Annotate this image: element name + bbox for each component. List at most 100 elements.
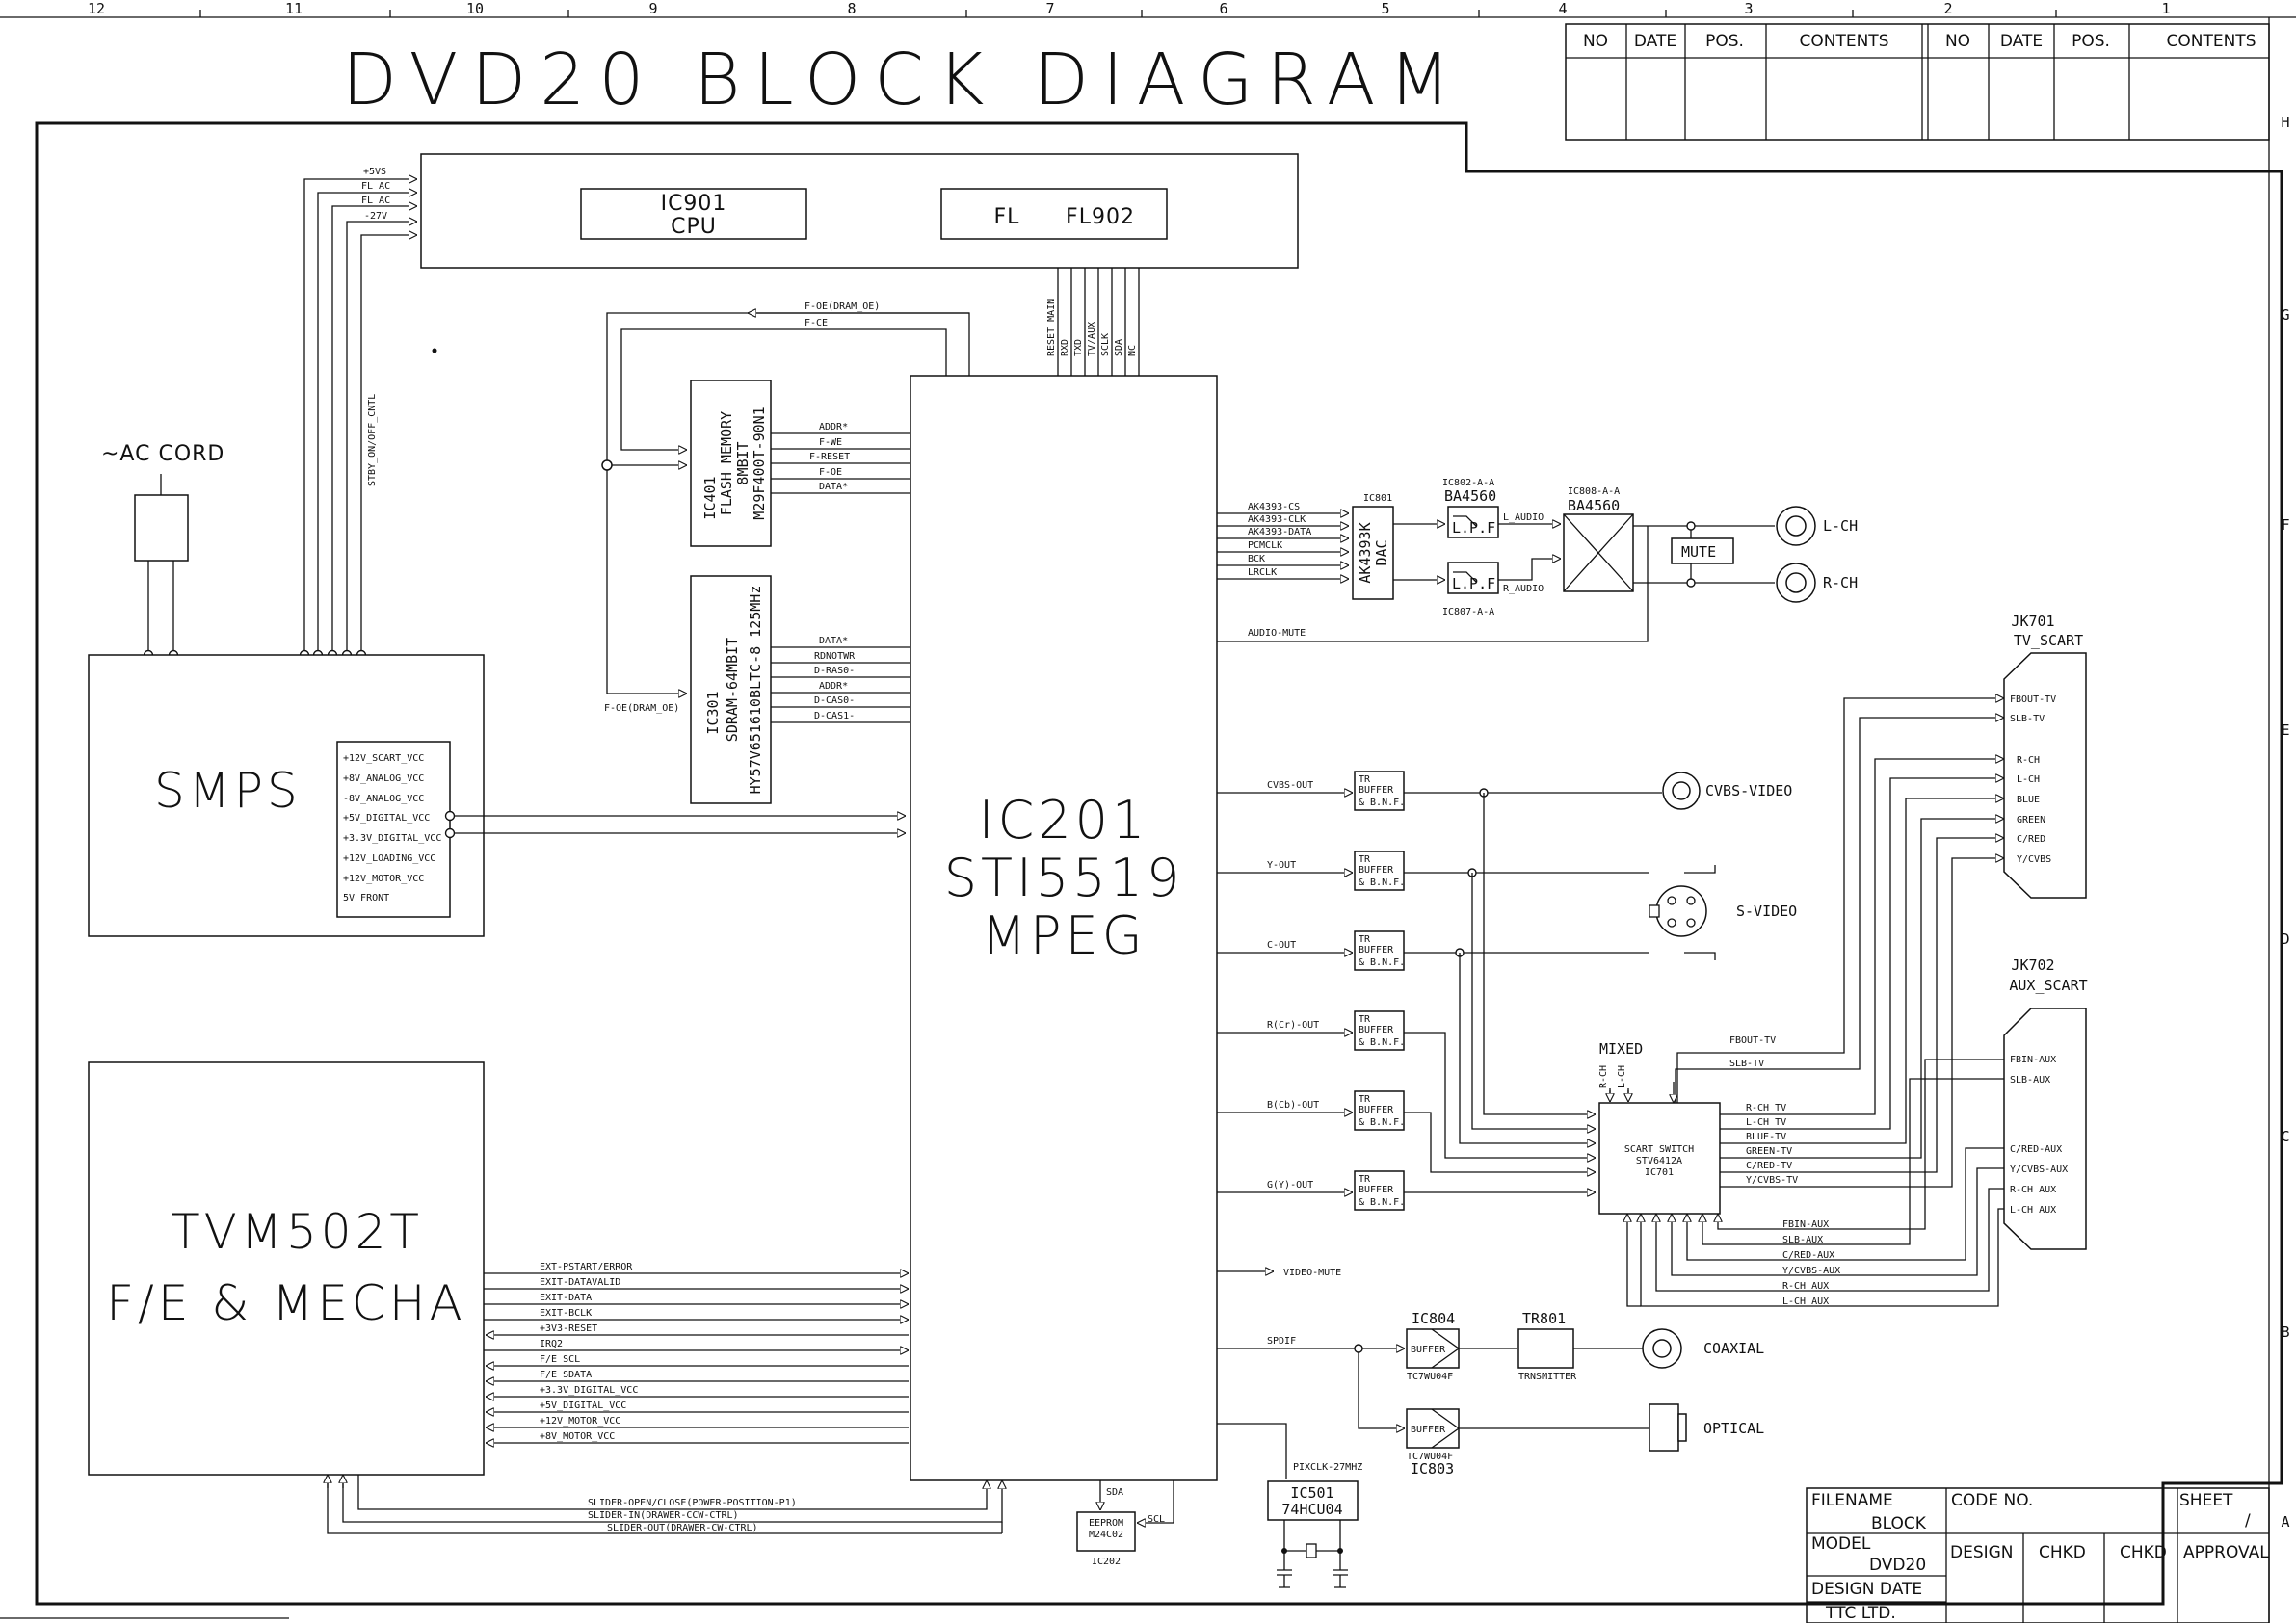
sdram-part: HY57V651610BLTC-8 125MHz (747, 586, 764, 795)
ic501-part: 74HCU04 (1281, 1501, 1342, 1518)
tr801-part: TRNSMITTER (1518, 1372, 1577, 1382)
jk701-pin-6: C/RED (2017, 834, 2045, 845)
mpeg-label: MPEG (981, 905, 1146, 966)
buffer-g-l2: BUFFER (1359, 1185, 1394, 1195)
rev-no-l: NO (1583, 32, 1608, 51)
buffer-c (1354, 930, 1405, 971)
eeprom-ref: IC202 (1092, 1557, 1121, 1567)
audio-sig-bck: BCK (1248, 554, 1265, 564)
sda-label: SDA (1106, 1487, 1123, 1498)
sdram-sig-cas1: D-CAS1- (814, 711, 855, 721)
scart-l1: SCART SWITCH (1624, 1144, 1694, 1155)
zone-6: 6 (1219, 0, 1227, 17)
fce-label: F-CE (805, 318, 828, 328)
scart-in-fbin: FBIN-AUX (1782, 1219, 1829, 1230)
slider-lines: SLIDER-OPEN/CLOSE(POWER-POSITION-P1) SLI… (328, 1475, 1002, 1534)
pwr-27v: -27V (364, 211, 387, 222)
vout-c: C-OUT (1267, 940, 1296, 951)
ic804-ref: IC804 (1412, 1310, 1455, 1327)
sig-reset-main: RESET MAIN (1046, 299, 1057, 356)
rch-jack (1776, 563, 1816, 603)
jk701-pin-1: SLB-TV (2010, 714, 2045, 724)
fl-box (940, 188, 1168, 240)
smps-out-1: +8V_ANALOG_VCC (343, 773, 424, 784)
sdram-ref: IC301 (704, 691, 722, 734)
flash-sig-data: DATA* (819, 482, 848, 492)
audio-sig-cs: AK4393-CS (1248, 502, 1300, 512)
scart-out-cred: C/RED-TV (1746, 1161, 1792, 1171)
fbout-tv-label: FBOUT-TV (1729, 1035, 1776, 1046)
buffer-y-l1: TR (1359, 854, 1371, 865)
front-power-lines: +5VS FL AC FL AC -27V STBY_ON/OFF_CNTL (303, 167, 417, 655)
scart-out-ycvbs: Y/CVBS-TV (1746, 1175, 1798, 1186)
zone-b: B (2281, 1323, 2289, 1341)
zone-a: A (2281, 1513, 2289, 1531)
smps-out-6: +12V_MOTOR_VCC (343, 874, 424, 884)
buffer-cvbs-l1: TR (1359, 774, 1371, 785)
smps-out-0: +12V_SCART_VCC (343, 753, 424, 764)
flash-box (690, 380, 772, 547)
audio-sig-pcmclk: PCMCLK (1248, 540, 1282, 551)
optical-jack (1649, 1403, 1687, 1452)
lpf1-box (1447, 506, 1499, 538)
eeprom-l1: EEPROM (1089, 1518, 1123, 1529)
ic804-part: TC7WU04F (1407, 1372, 1453, 1382)
main-outline (35, 121, 2283, 1606)
jk701-pin-3: L-CH (2017, 774, 2040, 785)
stby-label: STBY_ON/OFF_CNTL (367, 394, 378, 486)
tb-code-label: CODE NO. (1951, 1491, 2033, 1510)
rev-date-r: DATE (2000, 32, 2043, 51)
lpf2-out: R_AUDIO (1503, 584, 1544, 594)
buffer-y-l2: BUFFER (1359, 865, 1394, 876)
vout-g: G(Y)-OUT (1267, 1180, 1313, 1191)
cpu-box (580, 188, 807, 240)
jk701-label: TV_SCART (2014, 632, 2083, 649)
buffer-r (1354, 1010, 1405, 1051)
scl-label: SCL (1148, 1514, 1165, 1525)
cvbs-jack (1662, 772, 1701, 810)
mecha-sig-9: +5V_DIGITAL_VCC (540, 1400, 626, 1411)
rev-pos-r: POS. (2072, 32, 2110, 51)
buffer-cvbs-l2: BUFFER (1359, 785, 1394, 796)
tr801-box (1517, 1328, 1574, 1369)
tb-design: DESIGN (1950, 1543, 2014, 1562)
lpf2-box (1447, 562, 1499, 594)
pixclk-label: PIXCLK-27MHZ (1293, 1462, 1362, 1473)
rch-label: R-CH (1823, 574, 1858, 591)
scart-tv-lines: FBOUT-TV SLB-TV R-CH TV L-CH TV BLUE-TV … (1675, 698, 2004, 1188)
ic501-ref: IC501 (1290, 1484, 1333, 1502)
buffer-r-l1: TR (1359, 1014, 1371, 1025)
scart-in-rch: R-CH AUX (1782, 1281, 1829, 1292)
zone-d: D (2281, 930, 2289, 948)
sig-sclk: SCLK (1100, 333, 1111, 356)
smps-out-3: +5V_DIGITAL_VCC (343, 813, 430, 824)
jk702-pin-5: L-CH AUX (2010, 1205, 2056, 1216)
buffer-b-l1: TR (1359, 1094, 1371, 1105)
mecha-sig-11: +8V_MOTOR_VCC (540, 1431, 615, 1442)
dac-ref: IC801 (1363, 493, 1392, 504)
mixed-rch: R-CH (1598, 1065, 1609, 1088)
scart-out-rch: R-CH TV (1746, 1103, 1786, 1113)
eeprom-l2: M24C02 (1089, 1530, 1123, 1540)
jk702-pin-2: C/RED-AUX (2010, 1144, 2062, 1155)
mecha-sig-10: +12V_MOTOR_VCC (540, 1416, 620, 1427)
flash-part: M29F400T-90N1 (751, 406, 768, 519)
zone-5: 5 (1381, 0, 1389, 17)
memory-control-lines: F-OE(DRAM_OE) F-CE F-OE(DRAM_OE) (601, 301, 970, 714)
mecha-bus: EXT-PSTART/ERROR EXIT-DATAVALID EXIT-DAT… (484, 1262, 909, 1443)
mixer-ref: IC808-A-A (1568, 486, 1620, 497)
tb-filename-label: FILENAME (1811, 1491, 1893, 1510)
mixer-part: BA4560 (1568, 497, 1620, 514)
scart-l2: STV6412A (1636, 1156, 1682, 1166)
mecha-sig-5: IRQ2 (540, 1339, 563, 1349)
tb-sheet-label: SHEET (2179, 1491, 2233, 1510)
scart-in-lch: L-CH AUX (1782, 1296, 1829, 1307)
buffer-cvbs (1354, 771, 1405, 811)
mpeg-ref: IC201 (979, 790, 1149, 851)
flash-sig-fwe: F-WE (819, 437, 842, 448)
pwr-flac2: FL AC (361, 196, 390, 206)
fl-label: FL (994, 205, 1020, 229)
buffer-c-l3: & B.N.F. (1359, 957, 1405, 968)
mpeg-part: STI5519 (944, 848, 1184, 908)
flash-type: FLASH MEMORY (718, 411, 735, 515)
